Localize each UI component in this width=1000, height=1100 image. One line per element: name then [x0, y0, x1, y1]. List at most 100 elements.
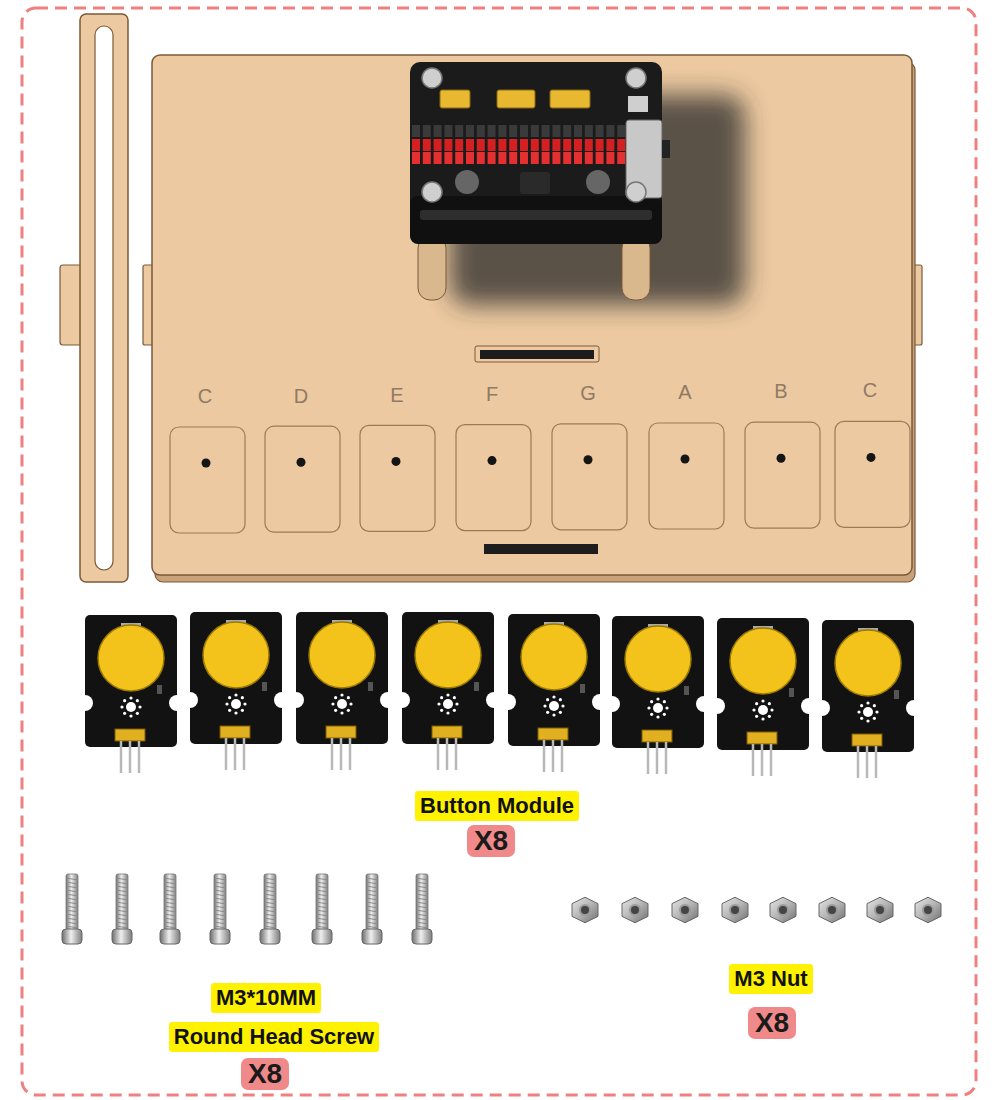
- standoff: [422, 182, 442, 202]
- thread: [164, 926, 176, 928]
- nut-hole: [874, 904, 886, 916]
- thread: [164, 922, 176, 924]
- led: [863, 707, 873, 717]
- thread: [66, 882, 78, 884]
- quantity-badge-text: X8: [248, 1058, 282, 1090]
- pin-header: [455, 139, 463, 151]
- part-name-text: Button Module: [420, 792, 574, 820]
- thread: [264, 926, 276, 928]
- pin-header: [488, 139, 496, 151]
- pin: [875, 746, 878, 778]
- pin-header: [574, 125, 582, 137]
- mount-notch: [709, 698, 725, 714]
- led-ring: [349, 702, 352, 705]
- pin-header: [596, 152, 604, 164]
- pin-header: [585, 139, 593, 151]
- led-ring: [875, 710, 878, 713]
- thread: [164, 898, 176, 900]
- key-label: G: [580, 382, 596, 404]
- pin: [761, 744, 764, 776]
- button-cap: [625, 626, 691, 692]
- thread: [416, 886, 428, 888]
- led-ring: [243, 702, 246, 705]
- key-hole: [488, 456, 497, 465]
- thread: [116, 918, 128, 920]
- pin-header: [531, 125, 539, 137]
- nut: [722, 897, 748, 923]
- mount-notch: [274, 692, 290, 708]
- thread: [214, 910, 226, 912]
- acrylic-board: [152, 55, 912, 575]
- module-pcb: [85, 615, 177, 747]
- pin-header: [552, 152, 560, 164]
- resistor: [474, 682, 479, 691]
- key-label: A: [678, 381, 691, 403]
- pin-header: [488, 125, 496, 137]
- part-name: Button Module: [415, 791, 579, 821]
- thread: [214, 906, 226, 908]
- thread: [116, 914, 128, 916]
- pin-header: [538, 728, 568, 740]
- pin: [349, 738, 352, 770]
- thread: [366, 894, 378, 896]
- screw: [112, 874, 132, 944]
- led-ring: [331, 702, 334, 705]
- screw: [160, 874, 180, 944]
- button-module: [709, 618, 817, 776]
- thread: [366, 910, 378, 912]
- pin-header: [423, 139, 431, 151]
- socket: [628, 96, 648, 112]
- screw-shank: [164, 874, 176, 930]
- thread: [264, 882, 276, 884]
- led-ring: [129, 714, 132, 717]
- key-hole: [297, 458, 306, 467]
- screw: [412, 874, 432, 944]
- led-ring: [440, 709, 443, 712]
- thread: [164, 914, 176, 916]
- led-ring: [455, 702, 458, 705]
- pin-header: [477, 139, 485, 151]
- led-ring: [225, 702, 228, 705]
- led-ring: [453, 709, 456, 712]
- thread: [116, 894, 128, 896]
- dashed-frame: [22, 8, 976, 1095]
- part-name: Round Head Screw: [169, 1022, 379, 1052]
- thread: [214, 898, 226, 900]
- pin: [552, 740, 555, 772]
- led-ring: [768, 702, 771, 705]
- led-ring: [755, 702, 758, 705]
- pin-header: [542, 139, 550, 151]
- led-ring: [552, 695, 555, 698]
- button-cap: [521, 624, 587, 690]
- pin: [138, 741, 141, 773]
- nut: [819, 897, 845, 923]
- thread: [164, 918, 176, 920]
- pin-header: [574, 152, 582, 164]
- led-ring: [665, 706, 668, 709]
- mount-notch: [77, 695, 93, 711]
- led-ring: [123, 699, 126, 702]
- pin-header: [606, 152, 614, 164]
- thread: [66, 898, 78, 900]
- key-pad: [552, 424, 627, 530]
- pin-header: [542, 152, 550, 164]
- thread: [66, 878, 78, 880]
- stand-leg: [622, 236, 650, 300]
- key-pad: [745, 422, 820, 528]
- pin-header: [563, 125, 571, 137]
- led-ring: [138, 705, 141, 708]
- pin-header: [617, 152, 625, 164]
- thread: [316, 918, 328, 920]
- quantity-badge-text: X8: [755, 1007, 789, 1039]
- quantity-badge: X8: [467, 825, 515, 857]
- nut-body: [867, 897, 893, 923]
- led: [231, 699, 241, 709]
- key-label: F: [486, 383, 498, 405]
- screw-shank: [214, 874, 226, 930]
- nut-hole: [679, 904, 691, 916]
- key-hole: [584, 455, 593, 464]
- thread: [416, 910, 428, 912]
- nut: [770, 897, 796, 923]
